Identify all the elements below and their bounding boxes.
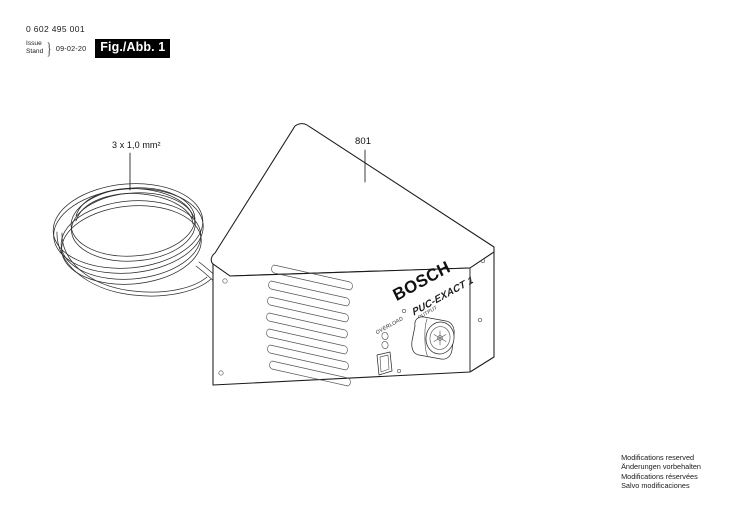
footer-line-french: Modifications réservées — [621, 471, 698, 481]
figure-badge: Fig./Abb. 1 — [95, 38, 171, 58]
callout-801-label: 801 — [355, 136, 372, 147]
part-number: 0 602 495 001 — [26, 24, 85, 34]
footer-disclaimer: Modifications reserved Änderungen vorbeh… — [621, 453, 701, 490]
footer-line-german: Änderungen vorbehalten — [621, 462, 701, 472]
power-cable-coil — [52, 183, 226, 297]
ventilation-slots — [266, 264, 353, 387]
unit-front-panel — [469, 251, 495, 373]
issue-brace: } — [46, 38, 52, 58]
footer-line-english: Modifications reserved — [621, 453, 695, 463]
power-switch — [376, 351, 393, 376]
issue-row: Issue Stand } 09-02-20 Fig./Abb. 1 — [26, 38, 326, 58]
unit-top-face — [210, 123, 495, 277]
issue-label-english: Issue — [26, 39, 42, 47]
header: 0 602 495 001 Issue Stand } 09-02-20 Fig… — [26, 24, 326, 58]
output-connector — [411, 316, 455, 360]
cable-spec-label: 3 x 1,0 mm² — [112, 140, 161, 150]
reset-indicator-lamp — [381, 341, 389, 349]
issue-date: 09-02-20 — [55, 43, 87, 53]
footer-line-spanish: Salvo modificaciones — [621, 480, 690, 490]
issue-labels: Issue Stand — [26, 40, 43, 56]
issue-label-german: Stand — [26, 48, 44, 55]
overload-indicator-lamp — [381, 332, 389, 340]
